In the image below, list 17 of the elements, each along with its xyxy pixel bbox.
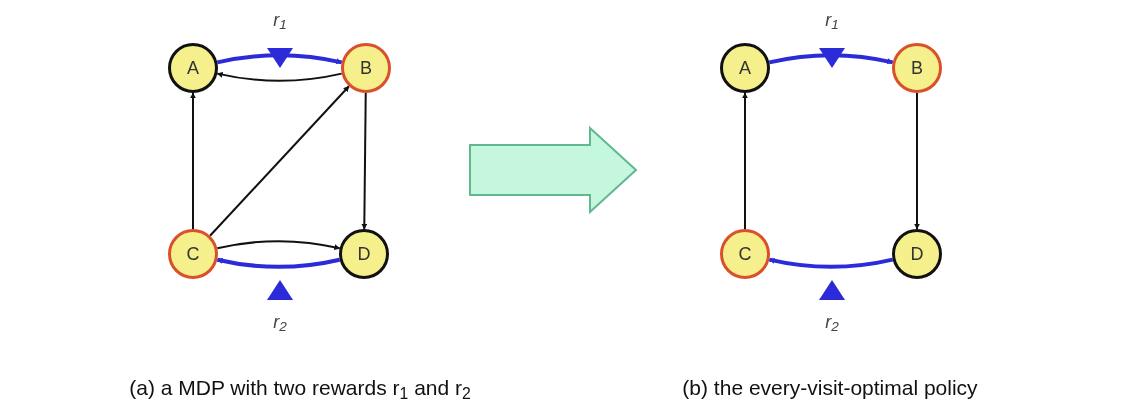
caption: (a) a MDP with two rewards r$_{1}$ and r$_{2}$ <box>129 375 471 404</box>
arrow <box>768 53 894 65</box>
arrow <box>216 71 343 82</box>
arrow <box>216 53 343 65</box>
arrow <box>742 92 748 230</box>
arrow <box>768 257 894 269</box>
arrow <box>914 92 920 230</box>
arrow <box>361 92 368 230</box>
reward-label: r$_{2}$ <box>825 310 839 336</box>
arrow <box>216 240 341 251</box>
arrow <box>216 257 341 269</box>
caption: (b) the every-visit-optimal policy <box>682 375 978 402</box>
arrow <box>190 92 196 230</box>
reward-label: r$_{2}$ <box>273 310 287 336</box>
arrow <box>209 85 350 237</box>
reward-label: r$_{1}$ <box>825 8 839 34</box>
reward-label: r$_{1}$ <box>273 8 287 34</box>
